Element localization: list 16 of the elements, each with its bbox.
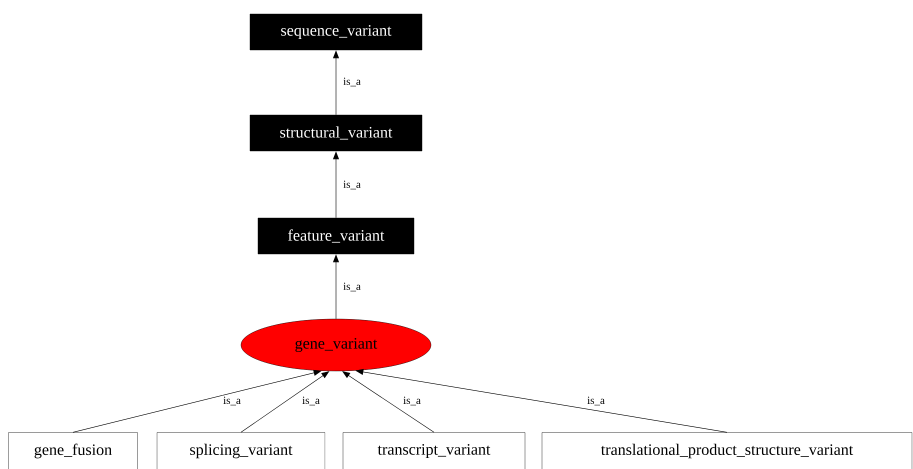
term-box: gene_fusion xyxy=(8,432,138,469)
edge-label: is_a xyxy=(342,180,362,190)
edge-label: is_a xyxy=(402,396,422,406)
edge-label: is_a xyxy=(342,76,362,88)
term-box: translational_product_structure_variant xyxy=(542,432,912,469)
term-box: feature_variant xyxy=(258,218,414,254)
edge-label: is_a xyxy=(301,396,321,406)
edge-label: is_a xyxy=(222,396,242,406)
term-box: sequence_variant xyxy=(250,14,422,50)
arrow xyxy=(240,371,330,433)
edge-label: is_a xyxy=(342,282,362,292)
term-box: transcript_variant xyxy=(342,432,526,469)
term-box: splicing_variant xyxy=(156,432,326,469)
term-box: structural_variant xyxy=(250,114,422,152)
arrow xyxy=(342,371,434,433)
edge-label: is_a xyxy=(586,396,606,406)
